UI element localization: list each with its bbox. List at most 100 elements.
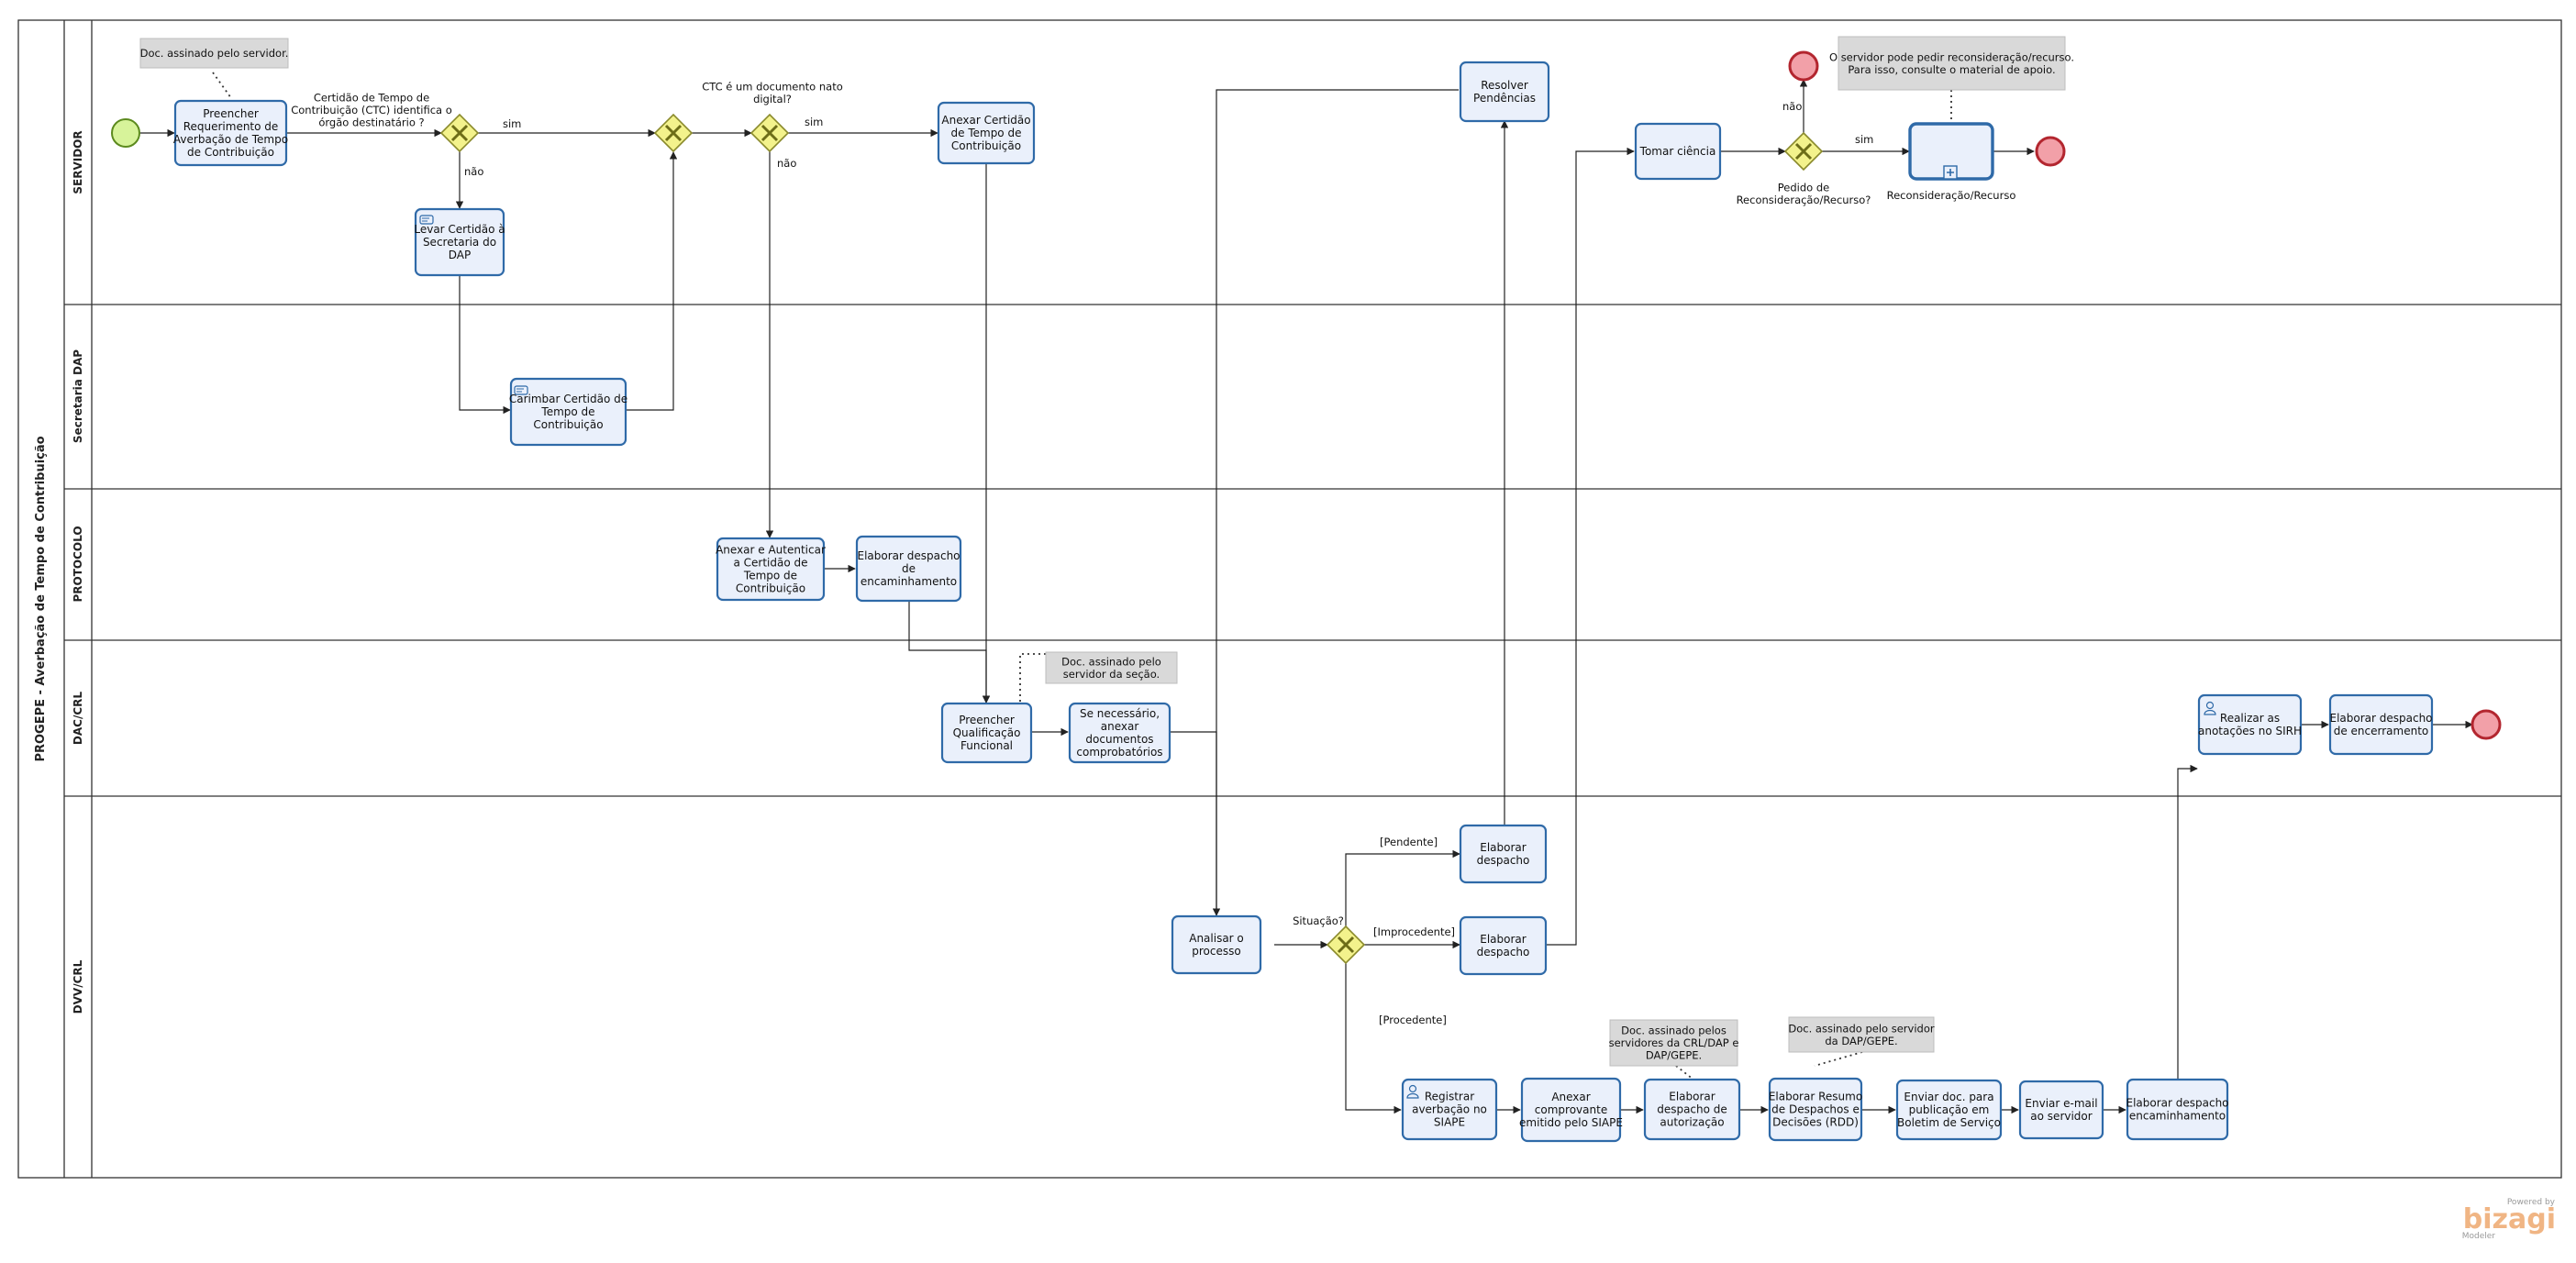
task-label: DAP: [449, 249, 471, 261]
flow-label-nao3: não: [1782, 100, 1802, 113]
task-label: ao servidor: [2030, 1110, 2092, 1123]
end-event-after-appeal[interactable]: [2035, 136, 2066, 167]
modeler-text: Modeler: [2462, 1232, 2496, 1241]
task-label: Tempo de: [743, 570, 797, 582]
flow-g4-t14[interactable]: [1345, 963, 1402, 1114]
task-label: anotações no SIRH: [2198, 725, 2302, 737]
flow-t2-t3[interactable]: [459, 275, 511, 415]
gateway-label: digital?: [753, 93, 792, 105]
flow-t20-t21[interactable]: [2177, 764, 2198, 1080]
task-label: documentos: [1085, 733, 1153, 746]
flow-label-nao1: não: [464, 165, 483, 178]
task-label: Funcional: [960, 739, 1013, 752]
task-label: de Contribuição: [187, 146, 274, 159]
gateway-ctc-identifies-agency[interactable]: [439, 113, 480, 153]
task-label: Elaborar Resumo: [1769, 1091, 1862, 1103]
task-label: processo: [1192, 945, 1240, 958]
task-label: Averbação de Tempo: [173, 133, 288, 146]
task-label: Preencher: [203, 107, 259, 120]
flow-label-pendente: [Pendente]: [1380, 836, 1438, 848]
task-label: despacho de: [1657, 1103, 1727, 1116]
task-label: emitido pelo SIAPE: [1519, 1116, 1623, 1129]
task-t10[interactable]: Tomar ciência: [1634, 122, 1722, 181]
gateway-ctc-digital[interactable]: [749, 113, 790, 153]
task-label: Contribuição: [951, 139, 1021, 152]
lane-title-dvv-crl: DVV/CRL: [72, 959, 84, 1014]
gateway-label: Reconsideração/Recurso?: [1737, 194, 1871, 206]
task-label: Elaborar despacho: [857, 549, 960, 562]
flow-t3-g2[interactable]: [626, 151, 678, 411]
association-a4: [1675, 1065, 1694, 1080]
task-label: Realizar as: [2220, 712, 2280, 725]
gateway-situation[interactable]: [1326, 925, 1366, 965]
task-t8[interactable]: Se necessário,anexardocumentoscomprobató…: [1068, 702, 1171, 764]
annotation-text: servidores da CRL/DAP e: [1609, 1036, 1739, 1049]
start-event[interactable]: [111, 118, 140, 148]
user-task-icon: [2204, 701, 2216, 715]
annotation-text: O servidor pode pedir reconsideração/rec…: [1829, 50, 2074, 63]
gateway-reconsideration-request[interactable]: [1783, 131, 1824, 172]
task-label: Enviar doc. para: [1904, 1091, 1993, 1103]
task-label: Pendências: [1473, 92, 1536, 105]
end-event-closing[interactable]: [2471, 709, 2502, 740]
annotation-text: servidor da seção.: [1063, 668, 1160, 681]
task-label: comprovante: [1535, 1103, 1607, 1116]
end-event-no-reconsideration[interactable]: [1788, 50, 1819, 82]
task-label: de Tempo de: [951, 127, 1022, 139]
task-label: Resolver: [1481, 79, 1528, 92]
pool-border: [17, 19, 2562, 1179]
flow-t9-t11[interactable]: [1216, 89, 1459, 915]
task-label: Tomar ciência: [1639, 145, 1716, 158]
flow-label-procedente: [Procedente]: [1379, 1014, 1447, 1026]
bizagi-logo: bizagi: [2463, 1203, 2556, 1235]
task-label: Anexar e Autenticar: [716, 544, 826, 557]
task-label: Anexar: [1551, 1091, 1590, 1103]
task-label: Elaborar: [1480, 933, 1527, 946]
task-label: averbação no: [1412, 1103, 1487, 1116]
pool-title: PROGEPE - Averbação de Tempo de Contribu…: [34, 436, 48, 761]
manual-task-icon: [419, 215, 434, 225]
task-label: Carimbar Certidão de: [509, 393, 627, 405]
bizagi-branding: Powered by bizagi Modeler: [2462, 1198, 2556, 1241]
gateway-label: órgão destinatário ?: [318, 116, 424, 129]
gateway-merge[interactable]: [653, 113, 694, 153]
task-label: Elaborar despacho: [2126, 1097, 2228, 1110]
annotation-text: Para isso, consulte o material de apoio.: [1848, 63, 2055, 76]
task-label: Elaborar: [1669, 1091, 1715, 1103]
task-label: Qualificação: [953, 726, 1021, 739]
subprocess-reconsideration[interactable]: [1908, 122, 1994, 181]
task-label: anexar: [1101, 720, 1139, 733]
task-label: Requerimento de: [183, 120, 279, 133]
flow-g4-t12[interactable]: [1345, 849, 1460, 926]
gateway-label: Contribuição (CTC) identifica o: [291, 104, 452, 116]
gateway-label: CTC é um documento nato: [702, 80, 843, 93]
task-label: Tempo de: [540, 405, 594, 418]
annotation-a1: Doc. assinado pelo servidor.: [139, 38, 289, 69]
flow-t13-t10[interactable]: [1546, 147, 1635, 946]
task-label: Secretaria do: [423, 236, 496, 249]
flow-label-sim3: sim: [1855, 133, 1873, 146]
